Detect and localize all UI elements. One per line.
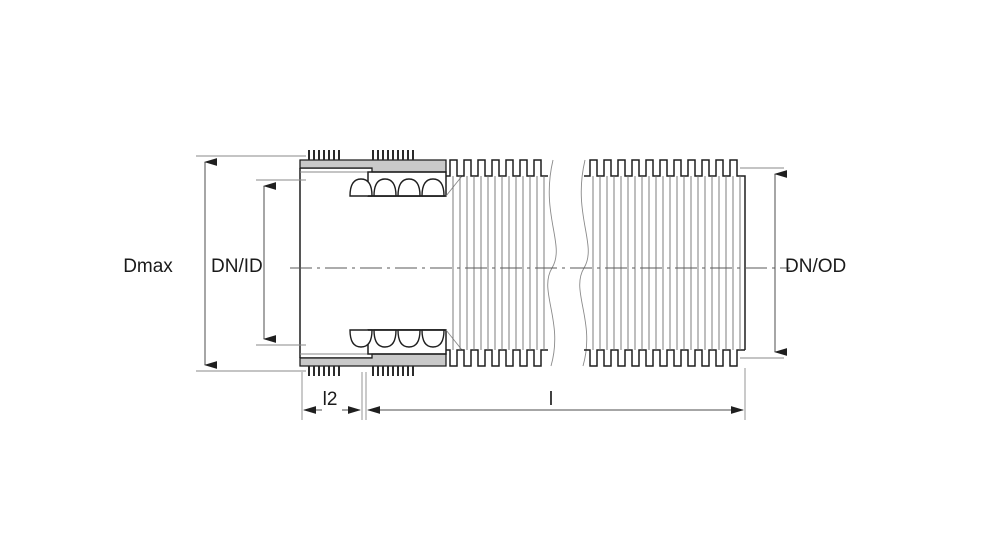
- socket-lower: [299, 329, 447, 367]
- corrugation-left: [446, 159, 548, 367]
- dimension-label-dmax: Dmax: [123, 256, 173, 277]
- dimension-label-l2: l2: [323, 389, 338, 410]
- dimension-l: l: [365, 368, 746, 420]
- dimension-label-dn-od: DN/OD: [785, 256, 846, 277]
- dimension-dn-od: DN/OD: [740, 167, 846, 359]
- dimension-dmax: Dmax: [123, 155, 306, 372]
- dimension-label-dn-id: DN/ID: [211, 256, 263, 277]
- dimension-l2: l2: [301, 372, 363, 420]
- dimension-dn-id: DN/ID: [211, 179, 306, 346]
- socket-transition: [445, 175, 463, 351]
- socket-teeth-lower: [308, 366, 414, 376]
- socket-teeth-upper: [308, 150, 414, 160]
- socket-upper: [299, 159, 447, 197]
- dimension-label-l: l: [549, 389, 553, 410]
- corrugation-right: [584, 159, 746, 367]
- pipe-assembly: [290, 150, 790, 376]
